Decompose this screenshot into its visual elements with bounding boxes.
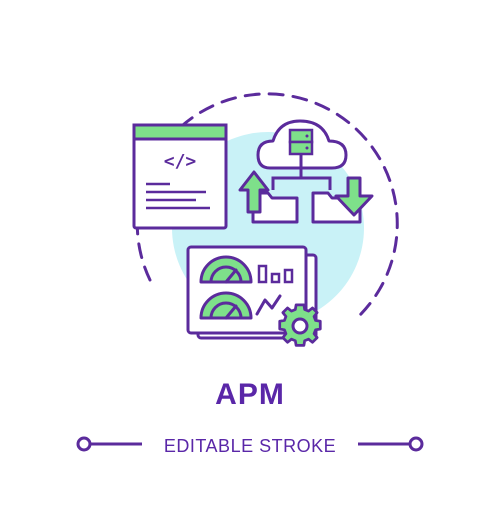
editable-stroke-label: EDITABLE STROKE xyxy=(163,436,337,456)
dashed-ring xyxy=(135,92,399,317)
folder-icon xyxy=(251,191,299,224)
svg-text:</>: </> xyxy=(164,151,197,172)
page-title: APM xyxy=(215,378,285,411)
gauge-icon xyxy=(199,255,253,284)
gauge-icon-bottom xyxy=(199,291,253,320)
editable-stroke-footer: EDITABLE STROKE xyxy=(70,430,430,460)
bar-chart-icon xyxy=(257,264,294,284)
code-window-icon: </> xyxy=(132,123,228,230)
footer-slider-lines xyxy=(76,436,424,452)
upload-arrow-icon xyxy=(238,170,270,214)
line-chart-icon xyxy=(255,294,282,316)
gear-icon xyxy=(278,303,322,347)
download-arrow-icon xyxy=(334,176,374,217)
right-endpoint-handle xyxy=(408,436,424,452)
dashboard-icon xyxy=(186,245,308,335)
cloud-server-icon xyxy=(256,119,348,190)
